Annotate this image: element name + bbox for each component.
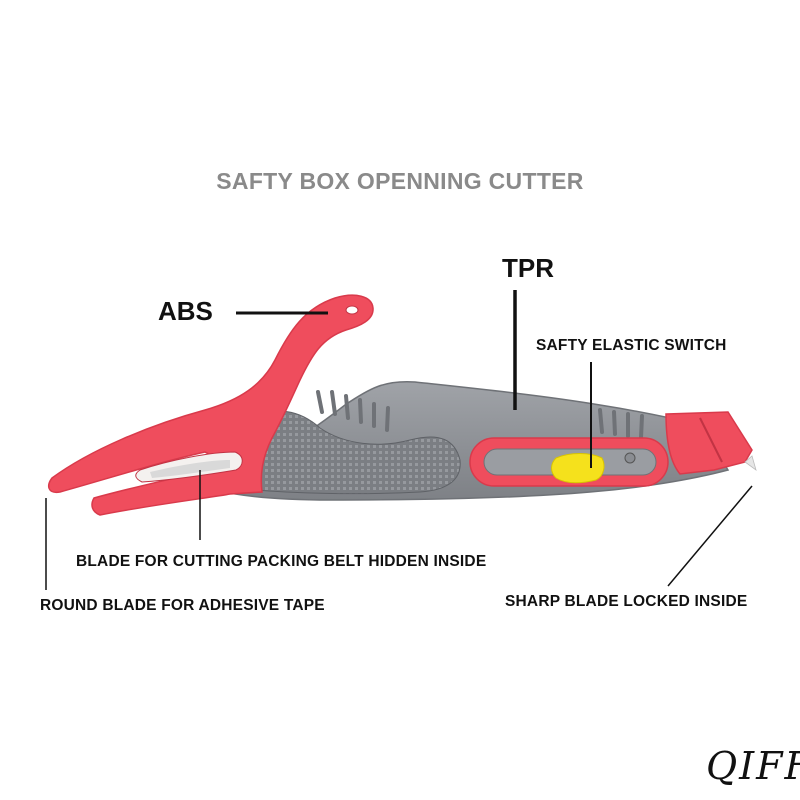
brand-watermark: QIFF: [706, 744, 800, 788]
page-title: SAFTY BOX OPENNING CUTTER: [216, 168, 584, 194]
sharp-blade-callout-line: [667, 485, 753, 587]
label-safety-switch: SAFTY ELASTIC SWITCH: [536, 337, 727, 354]
blade-head: [665, 411, 753, 475]
label-abs: ABS: [158, 296, 213, 326]
label-tpr: TPR: [502, 253, 554, 283]
screw: [624, 452, 636, 464]
safety-switch: [551, 453, 605, 484]
handle-hole: [345, 305, 359, 315]
label-sharp-blade: SHARP BLADE LOCKED INSIDE: [505, 593, 748, 610]
belt-blade: [150, 460, 230, 478]
body-ribs: [316, 390, 644, 440]
label-round-blade: ROUND BLADE FOR ADHESIVE TAPE: [40, 597, 325, 614]
blade-head-ridge: [699, 417, 723, 463]
sharp-blade: [744, 455, 757, 472]
label-belt-blade: BLADE FOR CUTTING PACKING BELT HIDDEN IN…: [76, 553, 487, 570]
